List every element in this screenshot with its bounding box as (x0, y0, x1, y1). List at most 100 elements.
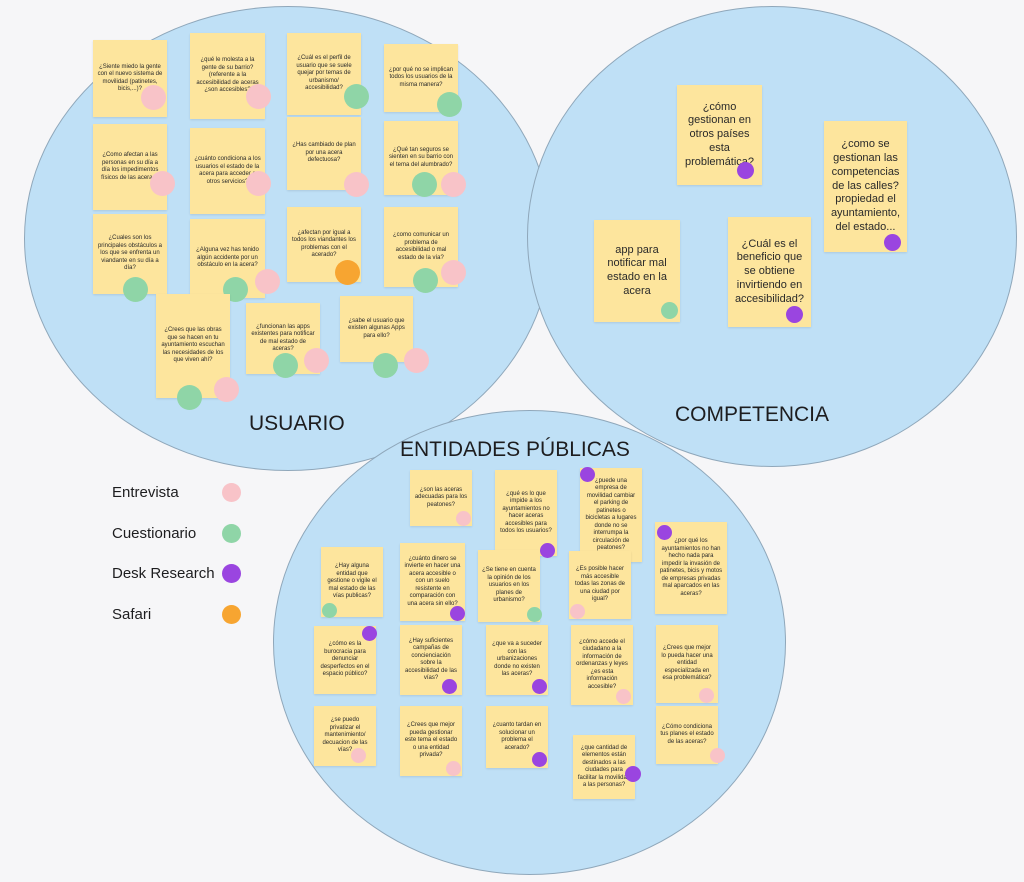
note-text: ¿se puedo privatizar el mantenimiento/ d… (322, 717, 368, 754)
cuestionario-dot (412, 172, 437, 197)
note-text: ¿funcionan las apps existentes para noti… (251, 323, 315, 353)
desk-research-dot (532, 679, 547, 694)
entrevista-dot (446, 761, 461, 776)
legend-item-safari: Safari (112, 605, 241, 624)
desk-research-dot (625, 766, 641, 782)
group-title-competencia: COMPETENCIA (675, 403, 830, 426)
note-text: ¿cuánto dinero se invierte en hacer una … (404, 555, 461, 607)
cuestionario-dot (661, 302, 678, 319)
note-text: ¿Crees que mejor lo pueda hacer una enti… (661, 645, 713, 682)
entrevista-dot (246, 84, 271, 109)
desk-research-dot (737, 162, 754, 179)
note-text: ¿como se gestionan las competencias de l… (830, 138, 901, 233)
entrevista-dot (710, 748, 725, 763)
sticky-note[interactable]: app para notificar mal estado en la acer… (594, 220, 680, 322)
desk-research-dot (786, 306, 803, 323)
sticky-note[interactable]: ¿Como afectan a las personas en su día a… (93, 124, 167, 210)
desk-research-dot (222, 564, 241, 583)
entrevista-dot (404, 348, 429, 373)
note-text: ¿Cómo condiciona tus planes el estado de… (660, 723, 714, 745)
entrevista-dot (222, 483, 241, 502)
note-text: ¿Crees que mejor pueda gestionar este te… (404, 722, 458, 759)
note-text: ¿Has cambiado de plan por una acera defe… (292, 142, 356, 164)
entrevista-dot (141, 85, 166, 110)
legend-label: Entrevista (112, 484, 179, 501)
sticky-note[interactable]: ¿cómo accede el ciudadano a la informaci… (571, 625, 633, 705)
entrevista-dot (441, 260, 466, 285)
note-text: ¿que va a suceder con las urbanizaciones… (492, 641, 542, 678)
desk-research-dot (540, 543, 555, 558)
desk-research-dot (884, 234, 901, 251)
legend-label: Safari (112, 606, 152, 623)
cuestionario-dot (177, 385, 202, 410)
note-text: ¿cómo es la burocracia para denunciar de… (320, 641, 370, 678)
group-title-entidades: ENTIDADES PÚBLICAS (400, 438, 630, 461)
note-text: ¿Como afectan a las personas en su día a… (101, 152, 159, 181)
cuestionario-dot (527, 607, 542, 622)
legend-item-cuestionario: Cuestionario (112, 524, 241, 543)
note-text: app para notificar mal estado en la acer… (607, 243, 667, 297)
sticky-note[interactable]: ¿Se tiene en cuenta la opinión de los us… (478, 550, 540, 622)
note-text: ¿sabe el usuario que existen algunas App… (348, 317, 405, 339)
sticky-note[interactable]: ¿cuánto condiciona a los usuarios el est… (190, 128, 265, 214)
sticky-note[interactable]: ¿puede una empresa de movilidad cambiar … (580, 468, 642, 562)
legend-label: Cuestionario (112, 525, 197, 542)
sticky-note[interactable]: ¿qué es lo que impide a los ayuntamiento… (495, 470, 557, 556)
sticky-note[interactable]: ¿Cómo condiciona tus planes el estado de… (656, 706, 718, 764)
legend-item-desk-research: Desk Research (112, 564, 241, 583)
note-text: ¿Cuales son los principales obstáculos a… (97, 235, 163, 272)
entrevista-dot (304, 348, 329, 373)
desk-research-dot (450, 606, 465, 621)
sticky-note[interactable]: ¿Cuales son los principales obstáculos a… (93, 214, 167, 294)
entrevista-dot (441, 172, 466, 197)
note-text: ¿Se tiene en cuenta la opinión de los us… (482, 567, 536, 604)
group-title-usuario: USUARIO (249, 412, 345, 435)
note-text: ¿cómo gestionan en otros países esta pro… (684, 100, 755, 168)
note-text: ¿Cuál es el beneficio que se obtiene inv… (734, 237, 805, 305)
entrevista-dot (150, 171, 175, 196)
note-text: ¿Hay suficientes campañas de concienciac… (404, 637, 458, 682)
note-text: ¿cómo accede el ciudadano a la informaci… (576, 638, 628, 690)
cuestionario-dot (273, 353, 298, 378)
entrevista-dot (351, 748, 366, 763)
entrevista-dot (344, 172, 369, 197)
note-text: ¿afectan por igual a todos los viandante… (291, 229, 357, 259)
note-text: ¿por qué no se implican todos los usuari… (388, 66, 454, 88)
entrevista-dot (699, 688, 714, 703)
desk-research-dot (532, 752, 547, 767)
legend-item-entrevista: Entrevista (112, 483, 241, 502)
sticky-note[interactable]: ¿cuanto tardan en solucionar un problema… (486, 706, 548, 768)
cuestionario-dot (222, 524, 241, 543)
note-text: ¿son las aceras adecuadas para los peato… (414, 486, 468, 508)
sticky-note[interactable]: ¿afectan por igual a todos los viandante… (287, 207, 361, 282)
note-text: ¿puede una empresa de movilidad cambiar … (585, 477, 637, 552)
entrevista-dot (214, 377, 239, 402)
note-text: ¿que cantidad de elementos están destina… (577, 744, 631, 789)
sticky-note[interactable]: ¿como se gestionan las competencias de l… (824, 121, 907, 252)
entrevista-dot (616, 689, 631, 704)
entrevista-dot (570, 604, 585, 619)
note-text: ¿por qué los ayuntamientos no han hecho … (659, 538, 723, 597)
cuestionario-dot (413, 268, 438, 293)
sticky-note[interactable]: ¿que cantidad de elementos están destina… (573, 735, 635, 799)
cuestionario-dot (123, 277, 148, 302)
note-text: ¿Siente miedo la gente con el nuevo sist… (97, 63, 163, 93)
safari-dot (222, 605, 241, 624)
sticky-note[interactable]: ¿sabe el usuario que existen algunas App… (340, 296, 413, 362)
sticky-note[interactable]: ¿Hay suficientes campañas de concienciac… (400, 625, 462, 695)
cuestionario-dot (437, 92, 462, 117)
note-text: ¿cuánto condiciona a los usuarios el est… (194, 156, 261, 185)
note-text: ¿qué es lo que impide a los ayuntamiento… (500, 490, 552, 535)
note-text: ¿qué le molesta a la gente de su barrio?… (196, 57, 259, 94)
desk-research-dot (442, 679, 457, 694)
entrevista-dot (246, 171, 271, 196)
desk-research-dot (657, 525, 672, 540)
desk-research-dot (362, 626, 377, 641)
note-text: ¿Es posible hacer más accesible todas la… (574, 566, 626, 603)
sticky-note[interactable]: ¿Crees que las obras que se hacen en tu … (156, 294, 230, 398)
note-text: ¿Alguna vez has tenido algún accidente p… (196, 247, 259, 269)
sticky-note[interactable]: ¿se puedo privatizar el mantenimiento/ d… (314, 706, 376, 766)
legend-label: Desk Research (112, 565, 215, 582)
note-text: ¿Hay alguna entidad que gestione o vigil… (327, 563, 377, 600)
